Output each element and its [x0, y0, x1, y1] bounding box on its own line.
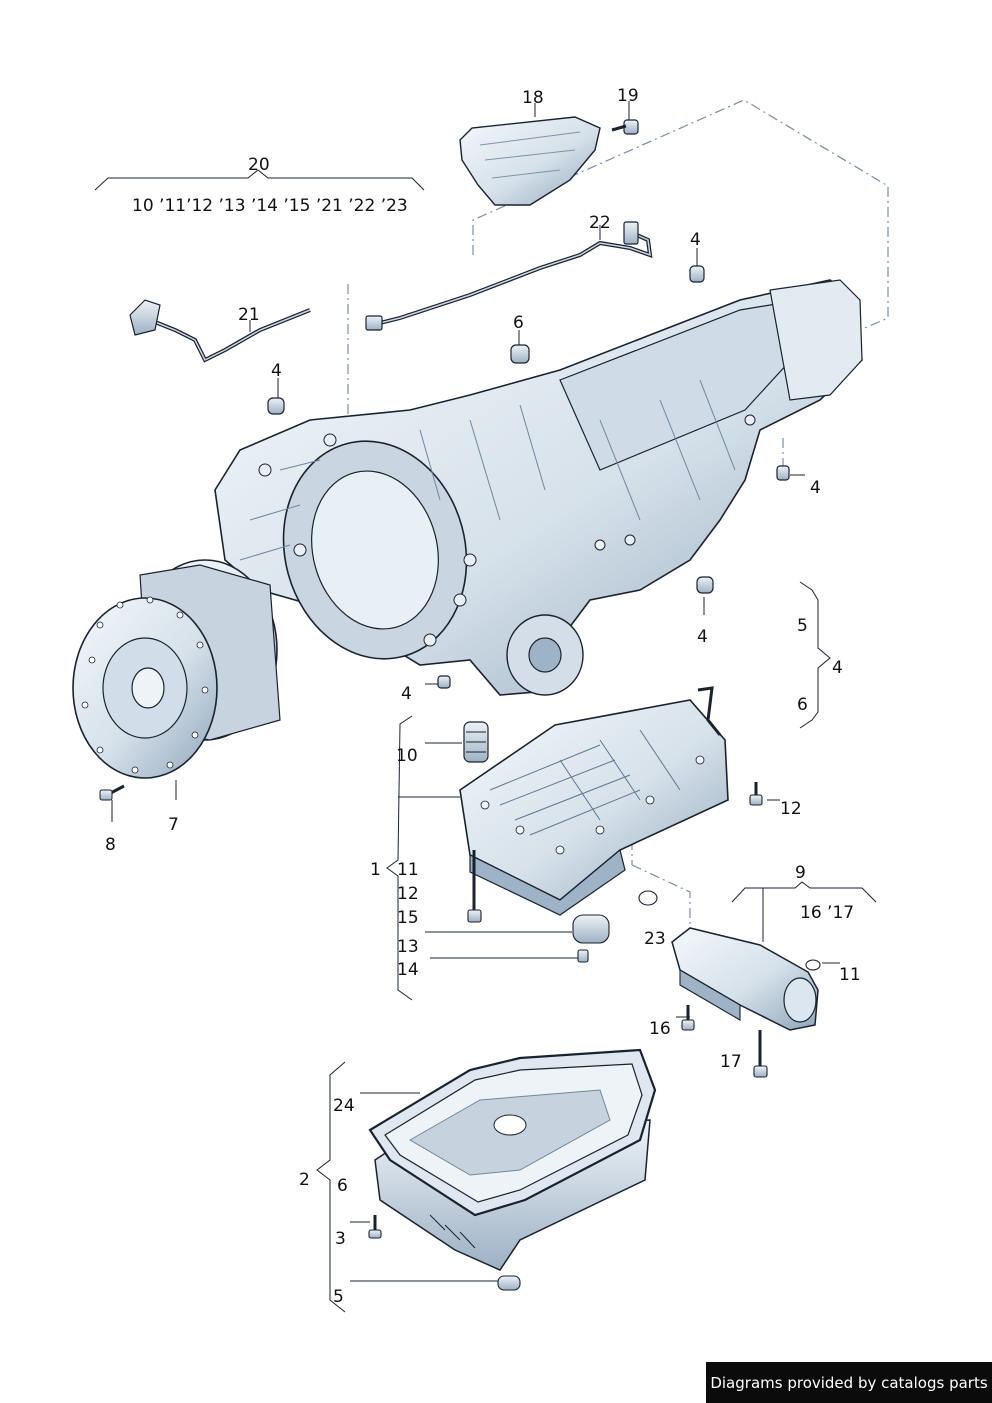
callout-4-right-side: 4 [810, 478, 821, 498]
callout-4-mid-right: 4 [697, 627, 708, 647]
bolts-part-16-17 [681, 1005, 768, 1078]
callout-17: 17 [720, 1052, 742, 1072]
group-1-item-11: 11 [397, 860, 419, 880]
callout-10: 10 [396, 746, 418, 766]
bolt-part-8 [99, 784, 125, 801]
oil-pan-part-2 [368, 1048, 657, 1271]
callout-23: 23 [644, 929, 666, 949]
group-1-item-15: 15 [397, 908, 419, 928]
callout-19: 19 [617, 86, 639, 106]
callout-11-right: 11 [839, 965, 861, 985]
callout-12-right: 12 [780, 799, 802, 819]
bolt-part-19 [611, 119, 639, 135]
callout-8: 8 [105, 835, 116, 855]
group-1-item-14: 14 [397, 960, 419, 980]
callout-3: 3 [335, 1229, 346, 1249]
callout-20: 20 [248, 155, 270, 175]
footer-credit: Diagrams provided by catalogs parts [706, 1362, 992, 1403]
actuator-part-9 [671, 927, 819, 1031]
callout-24: 24 [333, 1096, 355, 1116]
plug-parts [267, 265, 790, 689]
callout-5: 5 [333, 1287, 344, 1307]
callout-2: 2 [299, 1170, 310, 1190]
callout-4-bottom: 4 [401, 684, 412, 704]
group-1-item-13: 13 [397, 937, 419, 957]
group-1-item-12: 12 [397, 884, 419, 904]
group-9-parts-list: 16 ’17 [800, 903, 855, 923]
callout-16: 16 [649, 1019, 671, 1039]
valve-body-part-1 [459, 686, 729, 916]
callout-7: 7 [168, 815, 179, 835]
pan-hardware [368, 1215, 521, 1291]
callout-4-top-right: 4 [690, 230, 701, 250]
cable-part-21 [129, 299, 311, 363]
callout-18: 18 [522, 88, 544, 108]
callout-1: 1 [370, 860, 381, 880]
spring-part-10 [463, 721, 489, 763]
callout-6-top: 6 [513, 313, 524, 333]
callout-21: 21 [238, 305, 260, 325]
callout-9: 9 [795, 863, 806, 883]
brace-label-6: 6 [797, 695, 808, 715]
leader-lines [94, 101, 877, 1313]
cable-part-22 [365, 221, 653, 331]
torque-converter-part-7 [72, 559, 281, 779]
cover-part-18 [459, 116, 601, 206]
transmission-housing [214, 279, 863, 696]
callout-6-pan: 6 [337, 1176, 348, 1196]
brace-label-4: 4 [832, 658, 843, 678]
brace-label-5: 5 [797, 616, 808, 636]
callout-22: 22 [589, 213, 611, 233]
small-hardware [467, 782, 821, 971]
callout-4-left: 4 [271, 361, 282, 381]
group-20-parts-list: 10 ’11’12 ’13 ’14 ’15 ’21 ’22 ’23 [132, 196, 408, 216]
